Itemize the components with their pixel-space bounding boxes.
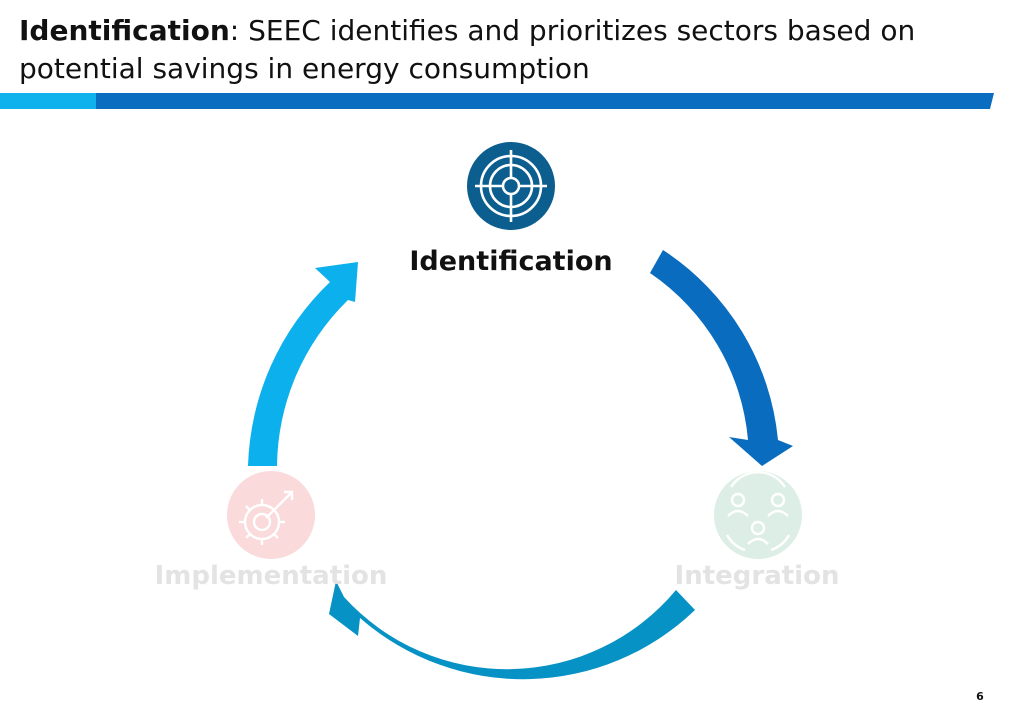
band-light-segment (0, 93, 96, 109)
step-label-implementation: Implementation (155, 561, 388, 591)
page-title-rest: : SEEC identifies and prioritizes sector… (19, 14, 916, 85)
step-label-integration: Integration (675, 561, 840, 591)
header-accent-band (0, 93, 994, 109)
people-network-icon (714, 470, 802, 559)
arrow-identification-to-integration (650, 250, 793, 466)
page-number: 6 (976, 690, 984, 703)
page-title-bold: Identification (19, 14, 230, 47)
target-icon (467, 142, 555, 230)
gear-target-icon (227, 471, 315, 559)
arrow-integration-to-implementation (329, 581, 695, 680)
band-dark-segment (96, 93, 994, 109)
page-title: Identification: SEEC identifies and prio… (19, 12, 979, 88)
step-label-identification: Identification (409, 246, 612, 277)
arrow-implementation-to-identification (248, 262, 358, 466)
